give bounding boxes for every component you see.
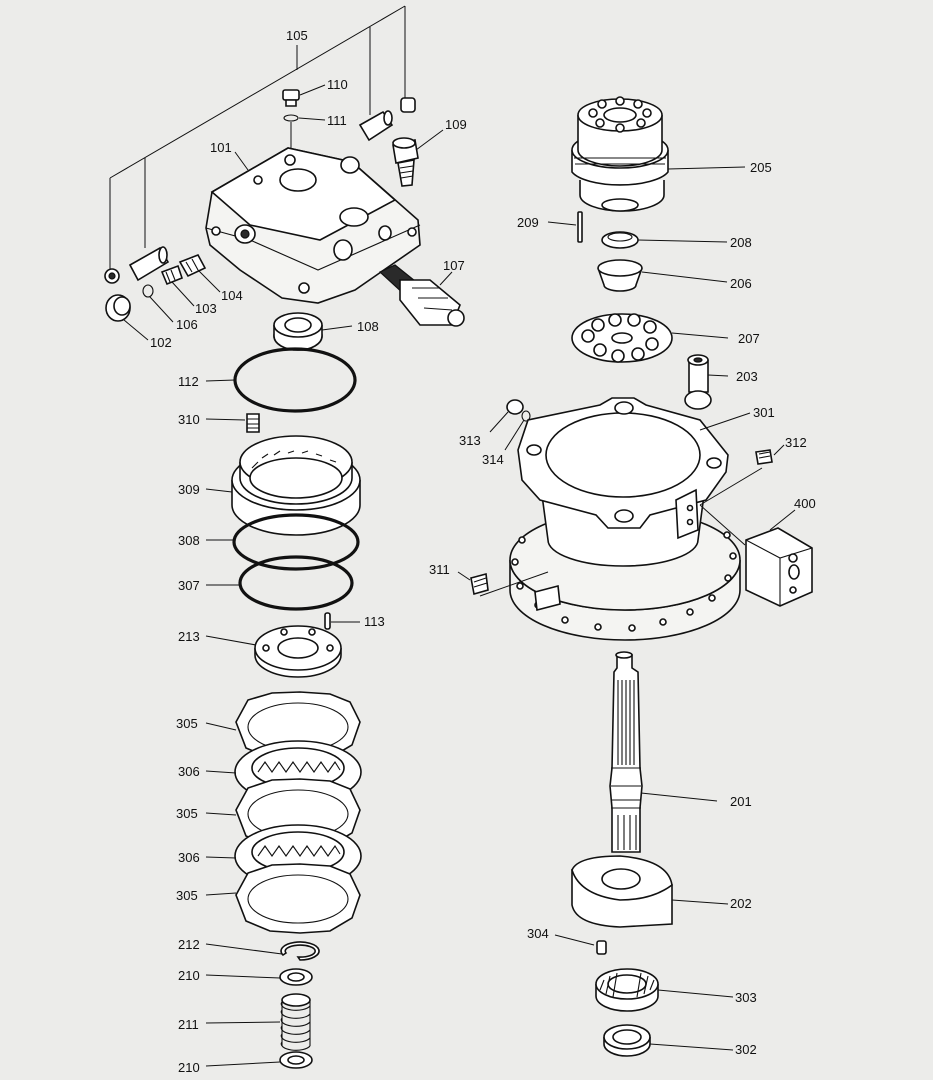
part-213-plate [205,625,342,678]
label-211: 211 [178,1017,199,1032]
part-210-washer-bottom [205,1051,313,1069]
part-212-snap-ring [205,941,320,961]
part-312-plug [755,444,785,465]
part-314-oring [504,410,531,451]
label-108: 108 [357,319,379,334]
label-305-c: 305 [176,888,198,903]
part-308-oring [206,513,360,571]
label-305-b: 305 [176,806,198,821]
label-308: 308 [178,533,200,548]
part-105-pin-top-right [358,97,416,142]
label-304: 304 [527,926,549,941]
label-110: 110 [327,77,348,92]
part-209-pin [547,211,583,243]
part-107-relief-valve [378,264,465,327]
part-210-washer-top [205,968,313,986]
part-206-retainer-holder [597,259,728,292]
label-213: 213 [178,629,200,644]
part-105-pin-left [104,246,170,284]
label-106: 106 [176,317,198,332]
label-313: 313 [459,433,481,448]
label-400: 400 [794,496,816,511]
part-207-retainer-plate [571,313,729,363]
part-202-swash-plate [571,855,729,928]
part-108-bearing [273,312,353,351]
label-208: 208 [730,235,752,250]
label-307: 307 [178,578,200,593]
part-307-oring [206,555,354,611]
label-303: 303 [735,990,757,1005]
label-311: 311 [429,562,450,577]
label-209: 209 [517,215,539,230]
leader-105 [109,5,406,270]
callout-labels: 105 110 111 109 101 107 104 103 106 102 … [150,28,816,1075]
part-101-valve-block [205,147,421,304]
part-106-oring [142,284,174,323]
label-107: 107 [443,258,465,273]
part-304-pin [554,934,607,955]
part-110-plug [282,84,326,107]
label-202: 202 [730,896,752,911]
label-203: 203 [736,369,758,384]
part-400-valve [699,504,813,607]
part-111-oring [283,114,326,122]
label-305-a: 305 [176,716,198,731]
part-103-plug [160,264,195,307]
part-113-pin [324,612,360,630]
part-201-shaft [609,651,718,853]
label-101: 101 [210,140,232,155]
label-309: 309 [178,482,200,497]
part-305-plate-3 [205,863,361,934]
part-309-brake-piston [205,435,361,536]
part-205-cylinder-block [571,96,746,212]
label-201: 201 [730,794,752,809]
label-314: 314 [482,452,504,467]
part-112-oring [205,347,357,413]
part-102-plug [105,294,149,341]
label-113: 113 [364,614,385,629]
label-109: 109 [445,117,467,132]
part-301-casing [509,397,763,641]
part-208-bushing [601,231,728,249]
label-302: 302 [735,1042,757,1057]
label-301: 301 [753,405,775,420]
label-207: 207 [738,331,760,346]
part-104-plug [178,253,221,293]
part-310-plug [205,413,260,433]
label-312: 312 [785,435,807,450]
label-105: 105 [286,28,308,43]
label-103: 103 [195,301,217,316]
label-111: 111 [327,113,347,128]
label-206: 206 [730,276,752,291]
part-109-bolt [392,129,444,187]
label-210-b: 210 [178,1060,200,1075]
label-112: 112 [178,374,199,389]
label-306-a: 306 [178,764,200,779]
part-203-piston [684,354,729,410]
label-102: 102 [150,335,172,350]
label-212: 212 [178,937,200,952]
label-210-a: 210 [178,968,200,983]
label-104: 104 [221,288,243,303]
part-302-seal [603,1024,734,1057]
label-205: 205 [750,160,772,175]
label-310: 310 [178,412,200,427]
part-303-bearing [595,968,734,1012]
part-313-plug [489,399,524,433]
part-311-plug [457,571,549,597]
label-306-b: 306 [178,850,200,865]
part-211-spring [205,993,311,1051]
